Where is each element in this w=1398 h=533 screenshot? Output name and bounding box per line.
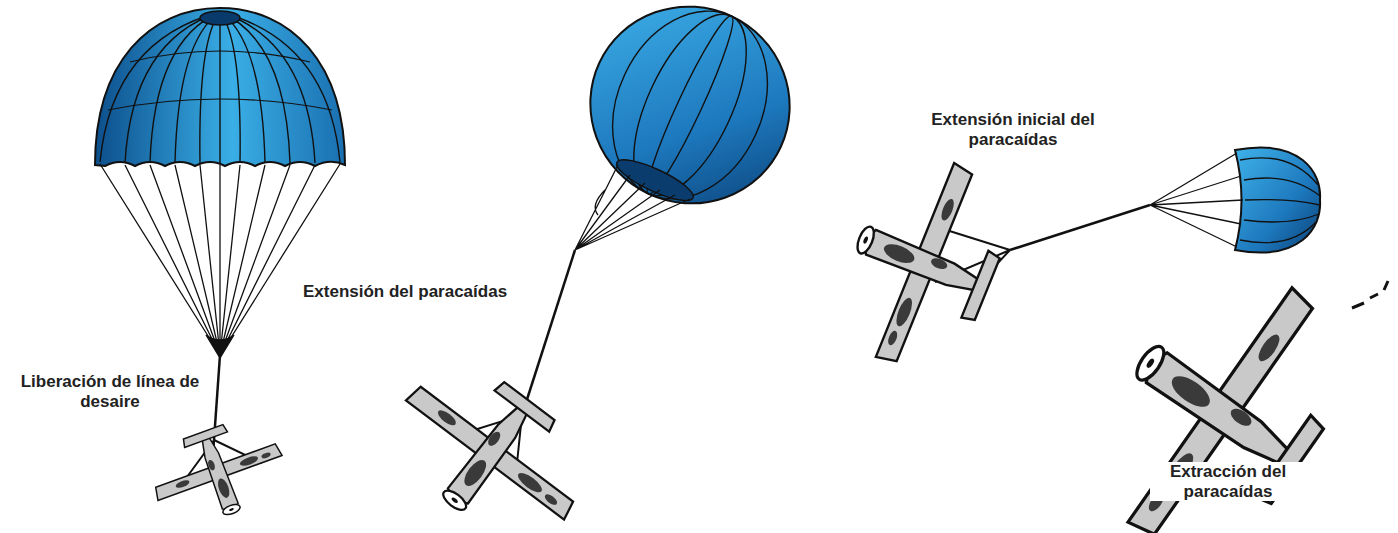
- open-canopy: [95, 8, 345, 166]
- suspension-lines: [935, 153, 1243, 282]
- pilot-canopy: [1235, 148, 1320, 253]
- suspension-lines: [522, 250, 575, 415]
- open-canopy: [100, 12, 340, 163]
- stage-label: Extensión del paracaídas: [300, 282, 510, 302]
- suspension-lines: [100, 164, 340, 492]
- suspension-lines: [206, 335, 234, 358]
- aircraft: [372, 341, 609, 533]
- inflating-canopy: [583, 0, 796, 224]
- inflating-canopy: [611, 0, 770, 212]
- stage-label: Extensión inicial del paracaídas: [905, 110, 1121, 149]
- aircraft: [1061, 241, 1379, 533]
- open-canopy: [200, 11, 240, 25]
- aircraft: [820, 141, 1026, 386]
- aircraft: [141, 409, 295, 533]
- open-canopy: [95, 8, 345, 166]
- inflating-canopy: [612, 153, 697, 208]
- open-canopy: [108, 51, 332, 110]
- pilot-canopy: [1240, 158, 1320, 243]
- stage-label: Liberación de línea de desaire: [12, 372, 208, 411]
- suspension-lines: [1150, 153, 1243, 247]
- debris-marks: [1352, 281, 1388, 308]
- suspension-lines: [100, 164, 340, 355]
- pilot-canopy: [1235, 148, 1320, 253]
- suspension-lines: [1010, 205, 1150, 250]
- suspension-lines: [575, 165, 690, 250]
- stage-label: Extracción del paracaídas: [1150, 462, 1306, 501]
